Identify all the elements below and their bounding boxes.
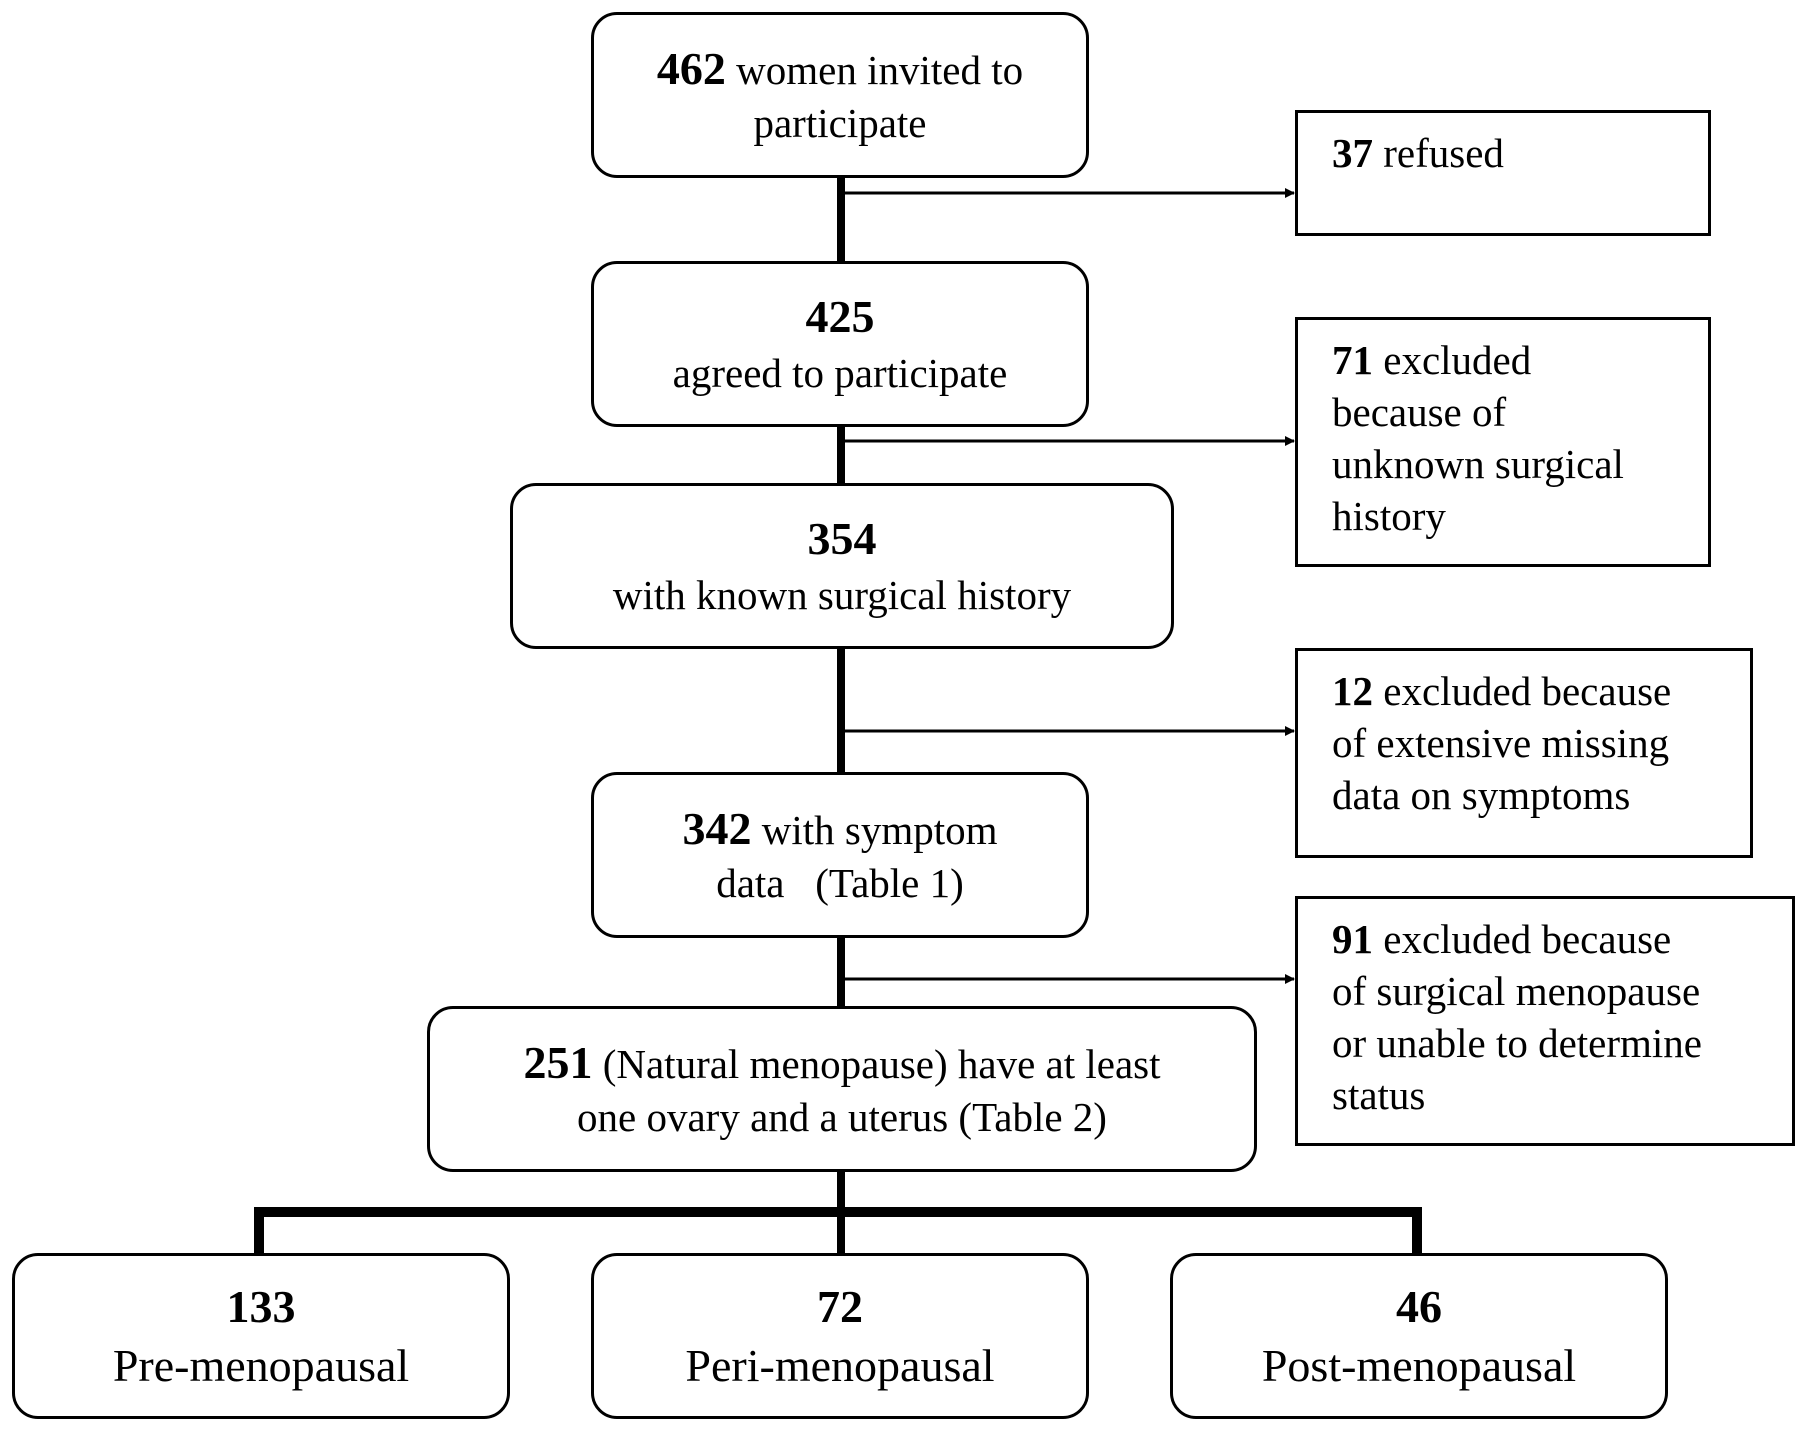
pre-menopausal-count: 133 xyxy=(226,1281,296,1333)
unknown-history-count: 71 xyxy=(1332,337,1373,383)
box-known-history: 354 with known surgical history xyxy=(510,483,1174,649)
unknown-history-text-2: because of xyxy=(1332,389,1507,436)
unknown-history-line-1: 71 excluded xyxy=(1332,334,1531,386)
natural-line-1: 251 (Natural menopause) have at least xyxy=(523,1034,1160,1092)
post-menopausal-count: 46 xyxy=(1396,1281,1442,1333)
surgical-menopause-text-4: status xyxy=(1332,1072,1426,1119)
surgical-menopause-line-1: 91 excluded because xyxy=(1332,913,1671,965)
invited-text-1: women invited to xyxy=(736,46,1024,93)
refused-line-1: 37 refused xyxy=(1332,127,1504,179)
invited-count: 462 xyxy=(656,42,726,94)
invited-line-1: 462 women invited to xyxy=(657,40,1023,98)
surgical-menopause-text-3: or unable to determine xyxy=(1332,1020,1703,1067)
unknown-history-text-4: history xyxy=(1332,493,1446,540)
box-post-menopausal: 46 Post-menopausal xyxy=(1170,1253,1668,1419)
peri-menopausal-label: Peri-menopausal xyxy=(685,1340,995,1392)
missing-data-line-1: 12 excluded because xyxy=(1332,665,1671,717)
missing-data-text-3: data on symptoms xyxy=(1332,772,1631,819)
known-history-text: with known surgical history xyxy=(612,572,1072,619)
natural-text-2: one ovary and a uterus (Table 2) xyxy=(577,1094,1107,1141)
surgical-menopause-count: 91 xyxy=(1332,916,1373,962)
symptom-text-1: with symptom xyxy=(761,806,998,853)
refused-count: 37 xyxy=(1332,130,1373,176)
agreed-text: agreed to participate xyxy=(672,350,1008,397)
box-refused: 37 refused xyxy=(1295,110,1711,236)
surgical-menopause-text-1: excluded because xyxy=(1383,916,1672,962)
missing-data-text-1: excluded because xyxy=(1383,668,1672,714)
peri-menopausal-count: 72 xyxy=(817,1281,863,1333)
box-invited: 462 women invited to participate xyxy=(591,12,1089,178)
box-symptom-data: 342 with symptom data (Table 1) xyxy=(591,772,1089,938)
box-unknown-history: 71 excluded because of unknown surgical … xyxy=(1295,317,1711,567)
invited-text-2: participate xyxy=(753,100,927,147)
missing-data-text-2: of extensive missing xyxy=(1332,720,1670,767)
box-peri-menopausal: 72 Peri-menopausal xyxy=(591,1253,1089,1419)
unknown-history-text-3: unknown surgical xyxy=(1332,441,1624,488)
box-missing-data: 12 excluded because of extensive missing… xyxy=(1295,648,1753,858)
refused-text: refused xyxy=(1383,130,1504,176)
symptom-text-2: data (Table 1) xyxy=(716,860,964,907)
symptom-count: 342 xyxy=(682,802,752,854)
agreed-count: 425 xyxy=(805,291,875,343)
box-surgical-menopause: 91 excluded because of surgical menopaus… xyxy=(1295,896,1795,1146)
symptom-line-1: 342 with symptom xyxy=(682,800,997,858)
natural-text-1: (Natural menopause) have at least xyxy=(602,1040,1161,1087)
unknown-history-text-1: excluded xyxy=(1383,337,1532,383)
box-agreed: 425 agreed to participate xyxy=(591,261,1089,427)
missing-data-count: 12 xyxy=(1332,668,1373,714)
pre-menopausal-label: Pre-menopausal xyxy=(112,1340,410,1392)
known-history-count: 354 xyxy=(807,513,877,565)
surgical-menopause-text-2: of surgical menopause xyxy=(1332,968,1701,1015)
post-menopausal-label: Post-menopausal xyxy=(1261,1340,1577,1392)
box-pre-menopausal: 133 Pre-menopausal xyxy=(12,1253,510,1419)
box-natural-menopause: 251 (Natural menopause) have at least on… xyxy=(427,1006,1257,1172)
natural-count: 251 xyxy=(523,1036,593,1088)
